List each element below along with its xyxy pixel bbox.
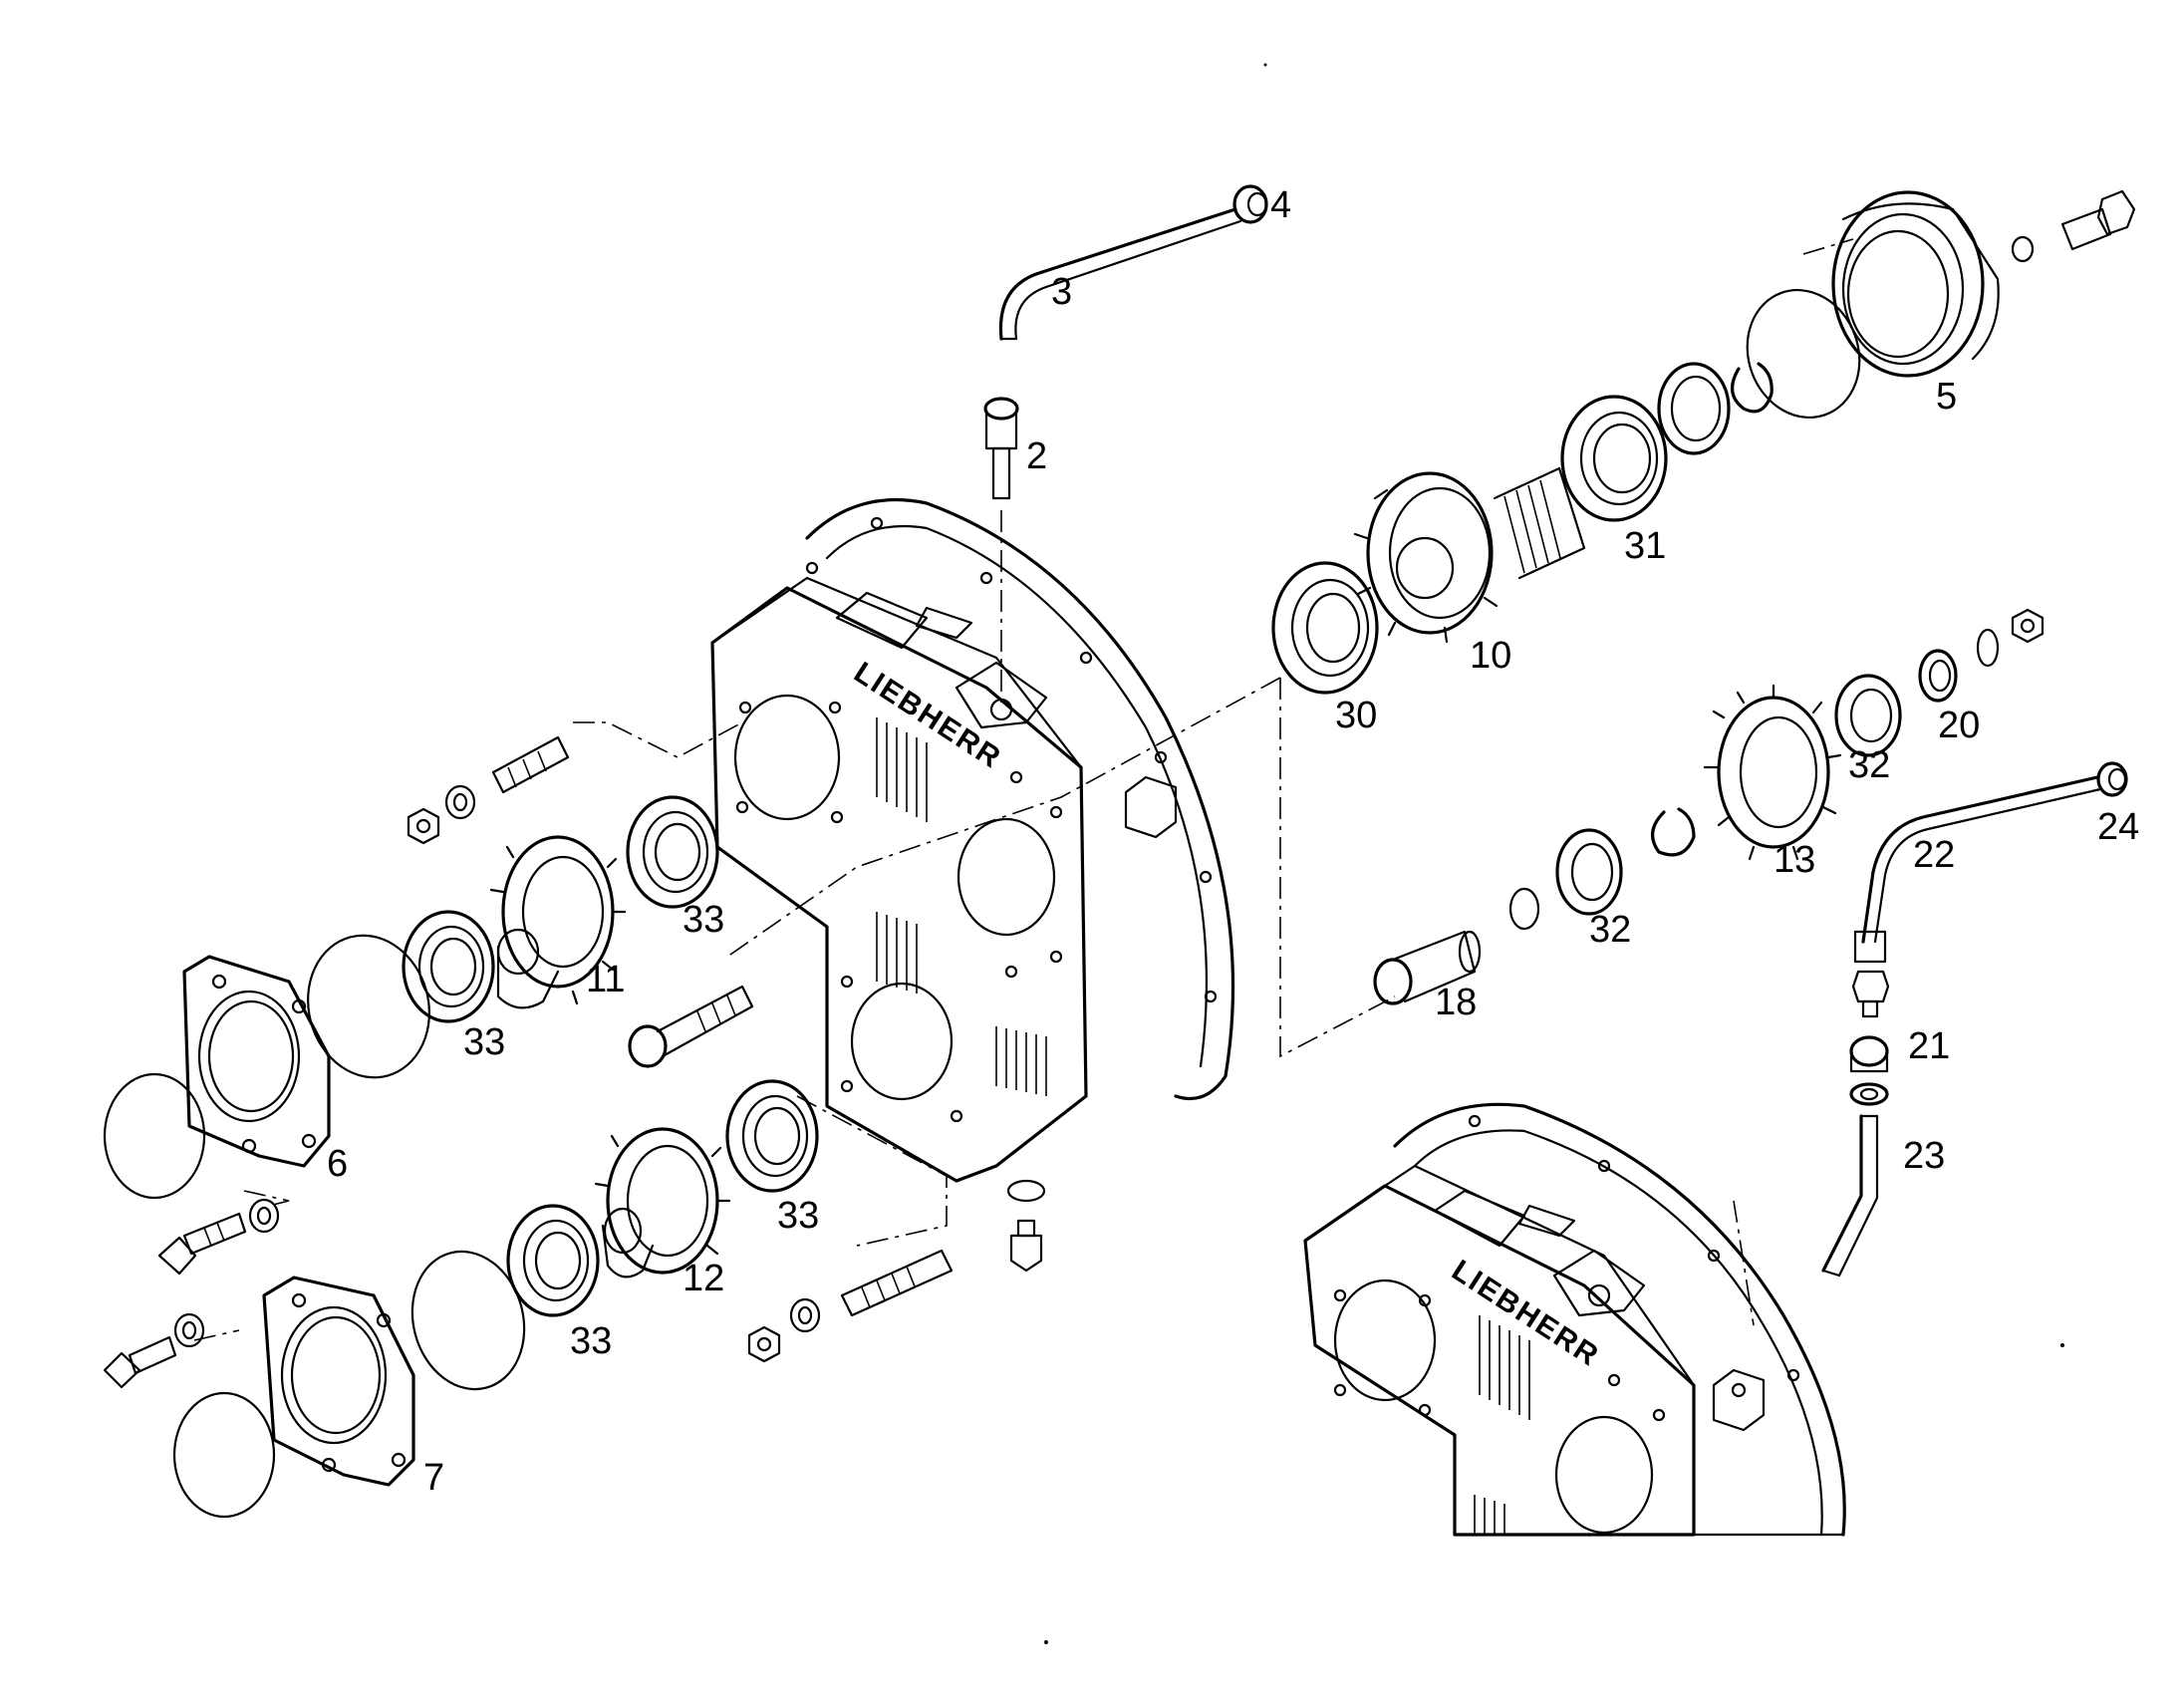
o-ring-left bbox=[307, 934, 430, 1079]
part-22-pipe bbox=[1853, 775, 2102, 964]
washer bbox=[2011, 235, 2035, 263]
callout-30: 30 bbox=[1335, 695, 1377, 736]
part-21-fitting bbox=[1849, 970, 1890, 1106]
snap-ring bbox=[1731, 362, 1774, 414]
part-32-bearing-upper bbox=[1834, 674, 1902, 757]
callout-10: 10 bbox=[1470, 635, 1511, 677]
part-33-bearing-1 bbox=[626, 795, 719, 909]
callout-33-a: 33 bbox=[682, 899, 724, 941]
callout-31: 31 bbox=[1624, 525, 1666, 567]
gearbox-housing: LIEBHERR bbox=[710, 497, 1235, 1183]
callout-13: 13 bbox=[1774, 839, 1815, 881]
part-7-cover bbox=[262, 1276, 415, 1487]
callout-33-b: 33 bbox=[463, 1021, 505, 1063]
callout-32-upper: 32 bbox=[1848, 744, 1890, 786]
part-30-bearing bbox=[1271, 561, 1379, 695]
callout-4: 4 bbox=[1270, 184, 1291, 226]
callout-33-d: 33 bbox=[570, 1320, 612, 1362]
callout-22: 22 bbox=[1913, 834, 1955, 876]
callout-3: 3 bbox=[1051, 271, 1072, 313]
o-ring-small bbox=[1508, 887, 1540, 931]
part-13-gear bbox=[1703, 684, 1842, 861]
o-ring-6 bbox=[103, 1072, 206, 1200]
part-23-pipe bbox=[1821, 1114, 1879, 1278]
alignment-lines bbox=[193, 238, 1854, 1341]
part-33-bearing-2 bbox=[402, 910, 495, 1023]
o-ring bbox=[1746, 288, 1861, 420]
part-33-bearing-3 bbox=[725, 1079, 819, 1193]
gearbox-housing-view-2: LIEBHERR bbox=[1303, 1102, 1846, 1537]
callout-12: 12 bbox=[682, 1258, 724, 1299]
part-5-cover bbox=[1831, 190, 2000, 378]
callout-7: 7 bbox=[423, 1457, 444, 1499]
long-bolt bbox=[628, 985, 754, 1068]
callout-11: 11 bbox=[586, 959, 625, 1000]
callout-24: 24 bbox=[2097, 806, 2139, 848]
part-33-bearing-4 bbox=[506, 1204, 600, 1317]
part-2-adapter bbox=[983, 397, 1019, 500]
snap-ring-2 bbox=[1651, 807, 1696, 857]
callout-21: 21 bbox=[1908, 1025, 1950, 1067]
callout-20: 20 bbox=[1938, 705, 1980, 746]
bolt-7 bbox=[103, 1312, 205, 1389]
part-3-pipe bbox=[998, 207, 1242, 341]
callouts: 2 3 4 5 6 7 10 11 12 13 18 20 21 22 23 2… bbox=[327, 184, 2139, 1499]
seal bbox=[1657, 362, 1731, 455]
part-18-plug bbox=[1373, 930, 1482, 1005]
callout-6: 6 bbox=[327, 1143, 348, 1185]
callout-5: 5 bbox=[1936, 376, 1957, 418]
part-24-fitting bbox=[2096, 761, 2128, 797]
part-6-cover bbox=[182, 955, 331, 1168]
part-10-gear-shaft bbox=[1353, 466, 1586, 644]
part-11-gear bbox=[489, 835, 627, 1009]
stud-upper bbox=[407, 735, 570, 845]
stud-lower bbox=[747, 1249, 954, 1363]
callout-18: 18 bbox=[1435, 982, 1477, 1023]
callout-33-c: 33 bbox=[777, 1195, 819, 1237]
part-12-gear bbox=[594, 1127, 731, 1279]
o-ring-7 bbox=[172, 1391, 276, 1519]
part-32-bearing-lower bbox=[1555, 828, 1623, 916]
bolt-6 bbox=[157, 1198, 280, 1276]
drain-plug bbox=[1006, 1179, 1046, 1273]
part-4-fitting bbox=[1232, 184, 1268, 224]
callout-23: 23 bbox=[1903, 1135, 1945, 1177]
part-31-bearing bbox=[1560, 395, 1668, 522]
o-ring-lower bbox=[410, 1250, 526, 1391]
callout-32-lower: 32 bbox=[1589, 909, 1631, 951]
bolt bbox=[2060, 189, 2136, 251]
callout-2: 2 bbox=[1026, 435, 1047, 477]
part-20-rings bbox=[1918, 608, 2045, 703]
